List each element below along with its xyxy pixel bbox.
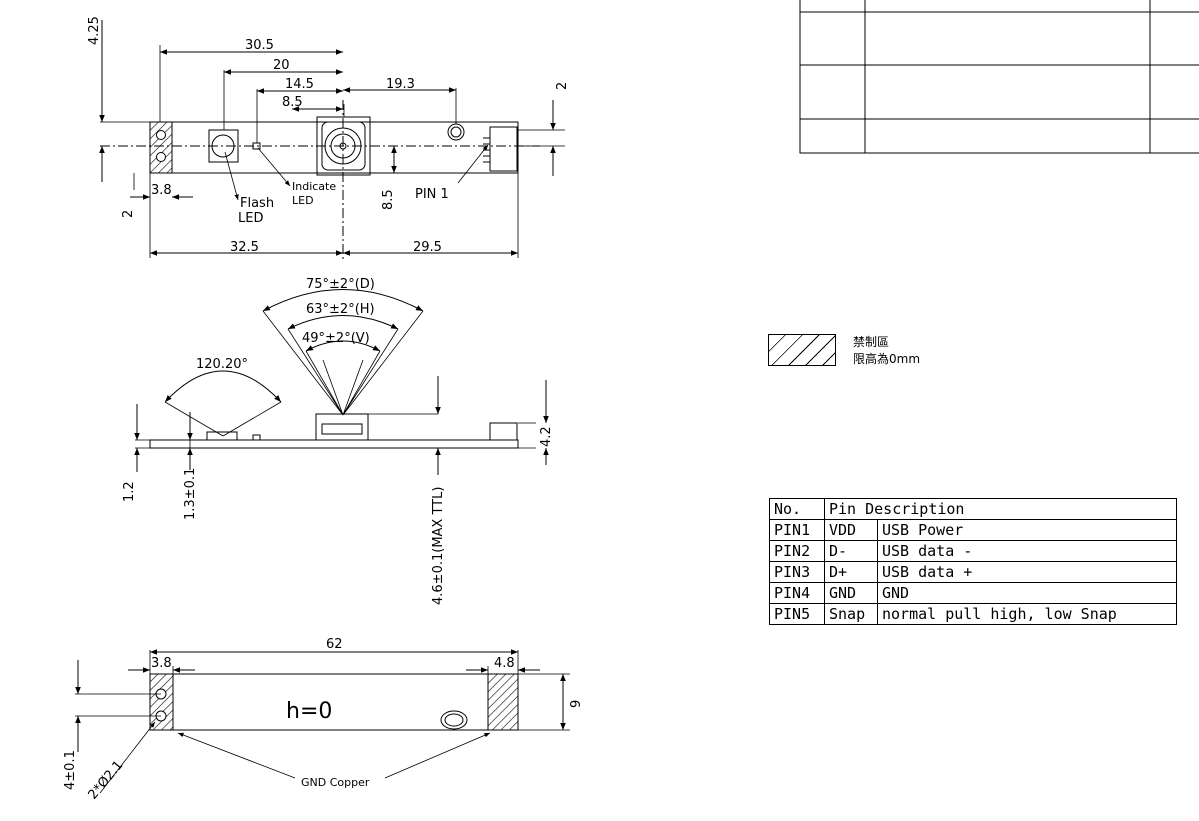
connector-side — [489, 422, 518, 441]
test-pad — [440, 710, 468, 730]
signal-cell: Snap — [824, 603, 878, 625]
fov-lines — [262, 310, 424, 416]
dim-8-5-vert: 8.5 — [381, 189, 396, 210]
label-indicate-led: LED — [292, 194, 314, 207]
keepout-hatch-left-bottom — [149, 673, 174, 731]
table-header: No. Pin Description — [769, 498, 1177, 520]
desc-cell: GND — [877, 582, 1177, 604]
desc-cell: USB Power — [877, 519, 1177, 541]
table-row: PIN2 D- USB data - — [769, 540, 1177, 562]
dim-4-25: 4.25 — [87, 16, 102, 45]
dim-29-5: 29.5 — [413, 240, 442, 255]
angle-led: 120.20° — [196, 357, 248, 372]
top-view — [99, 20, 565, 260]
pin-description-table: No. Pin Description PIN1 VDD USB Power P… — [769, 498, 1177, 625]
header-no: No. — [769, 498, 825, 520]
table-row: PIN3 D+ USB data + — [769, 561, 1177, 583]
label-indicate: Indicate — [292, 180, 336, 193]
dim-3-8-top: 3.8 — [151, 183, 172, 198]
pin-cell: PIN5 — [769, 603, 825, 625]
dim-2-right: 2 — [555, 82, 570, 90]
pin-cell: PIN1 — [769, 519, 825, 541]
table-row: PIN5 Snap normal pull high, low Snap — [769, 603, 1177, 625]
lens-side-body — [315, 413, 369, 441]
label-gnd-copper: GND Copper — [301, 776, 370, 789]
label-height: h=0 — [286, 699, 332, 724]
pin-cell: PIN4 — [769, 582, 825, 604]
label-pin1: PIN 1 — [415, 187, 449, 202]
label-flash-led: LED — [238, 211, 263, 226]
keepout-hatch-right-bottom — [487, 673, 519, 731]
pin-cell: PIN2 — [769, 540, 825, 562]
mount-hole-top-1 — [156, 130, 166, 140]
title-block-stub — [799, 0, 1199, 154]
keepout-legend-text: 禁制區 限高為0mm — [853, 334, 920, 368]
signal-cell: D- — [824, 540, 878, 562]
angle-diagonal: 75°±2°(D) — [306, 277, 375, 292]
test-pad-inner — [444, 713, 464, 727]
signal-cell: VDD — [824, 519, 878, 541]
dim-holes: 2*Ø2.1 — [86, 758, 127, 803]
dim-4-8: 4.8 — [494, 656, 515, 671]
dim-4-01: 4±0.1 — [63, 750, 78, 790]
label-flash: Flash — [240, 196, 274, 211]
arc-vertical — [305, 340, 381, 352]
mount-hole-top-2 — [156, 152, 166, 162]
dim-20: 20 — [273, 58, 290, 73]
dim-8-5-top: 8.5 — [282, 95, 303, 110]
dim-62: 62 — [326, 637, 343, 652]
screw-hole — [447, 123, 465, 141]
signal-cell: GND — [824, 582, 878, 604]
dim-32-5: 32.5 — [230, 240, 259, 255]
header-description: Pin Description — [824, 498, 1177, 520]
led-side — [252, 434, 261, 441]
dim-4-6: 4.6±0.1(MAX TTL) — [431, 487, 446, 605]
pcb-side — [149, 439, 519, 449]
desc-cell: USB data + — [877, 561, 1177, 583]
dim-30-5: 30.5 — [245, 38, 274, 53]
arc-led — [164, 370, 282, 403]
dim-1-2: 1.2 — [122, 481, 137, 502]
pcb-outline-top — [149, 121, 519, 174]
legend-line-2: 限高為0mm — [853, 352, 921, 366]
dim-9: 9 — [569, 700, 584, 708]
bottom-view — [75, 649, 570, 794]
screw-hole-inner — [450, 126, 462, 138]
dim-19-3: 19.3 — [386, 77, 415, 92]
desc-cell: USB data - — [877, 540, 1177, 562]
table-row: PIN4 GND GND — [769, 582, 1177, 604]
side-view — [134, 289, 549, 475]
desc-cell: normal pull high, low Snap — [877, 603, 1177, 625]
dim-4-2: 4.2 — [539, 426, 554, 447]
pin-cell: PIN3 — [769, 561, 825, 583]
arc-horizontal — [287, 315, 399, 330]
flash-side — [206, 431, 238, 441]
angle-vertical: 49°±2°(V) — [302, 331, 370, 346]
table-row: PIN1 VDD USB Power — [769, 519, 1177, 541]
keepout-hatch-left-top — [149, 121, 173, 174]
dim-2-left: 2 — [121, 210, 136, 218]
lens-side-window — [321, 423, 363, 435]
arc-diagonal — [262, 289, 424, 312]
signal-cell: D+ — [824, 561, 878, 583]
keepout-legend-swatch — [768, 334, 836, 366]
dim-3-8-bottom: 3.8 — [151, 656, 172, 671]
dim-14-5: 14.5 — [285, 77, 314, 92]
dim-1-3: 1.3±0.1 — [183, 468, 198, 520]
legend-line-1: 禁制區 — [853, 335, 890, 349]
angle-horizontal: 63°±2°(H) — [306, 302, 375, 317]
usb-connector — [489, 126, 518, 172]
